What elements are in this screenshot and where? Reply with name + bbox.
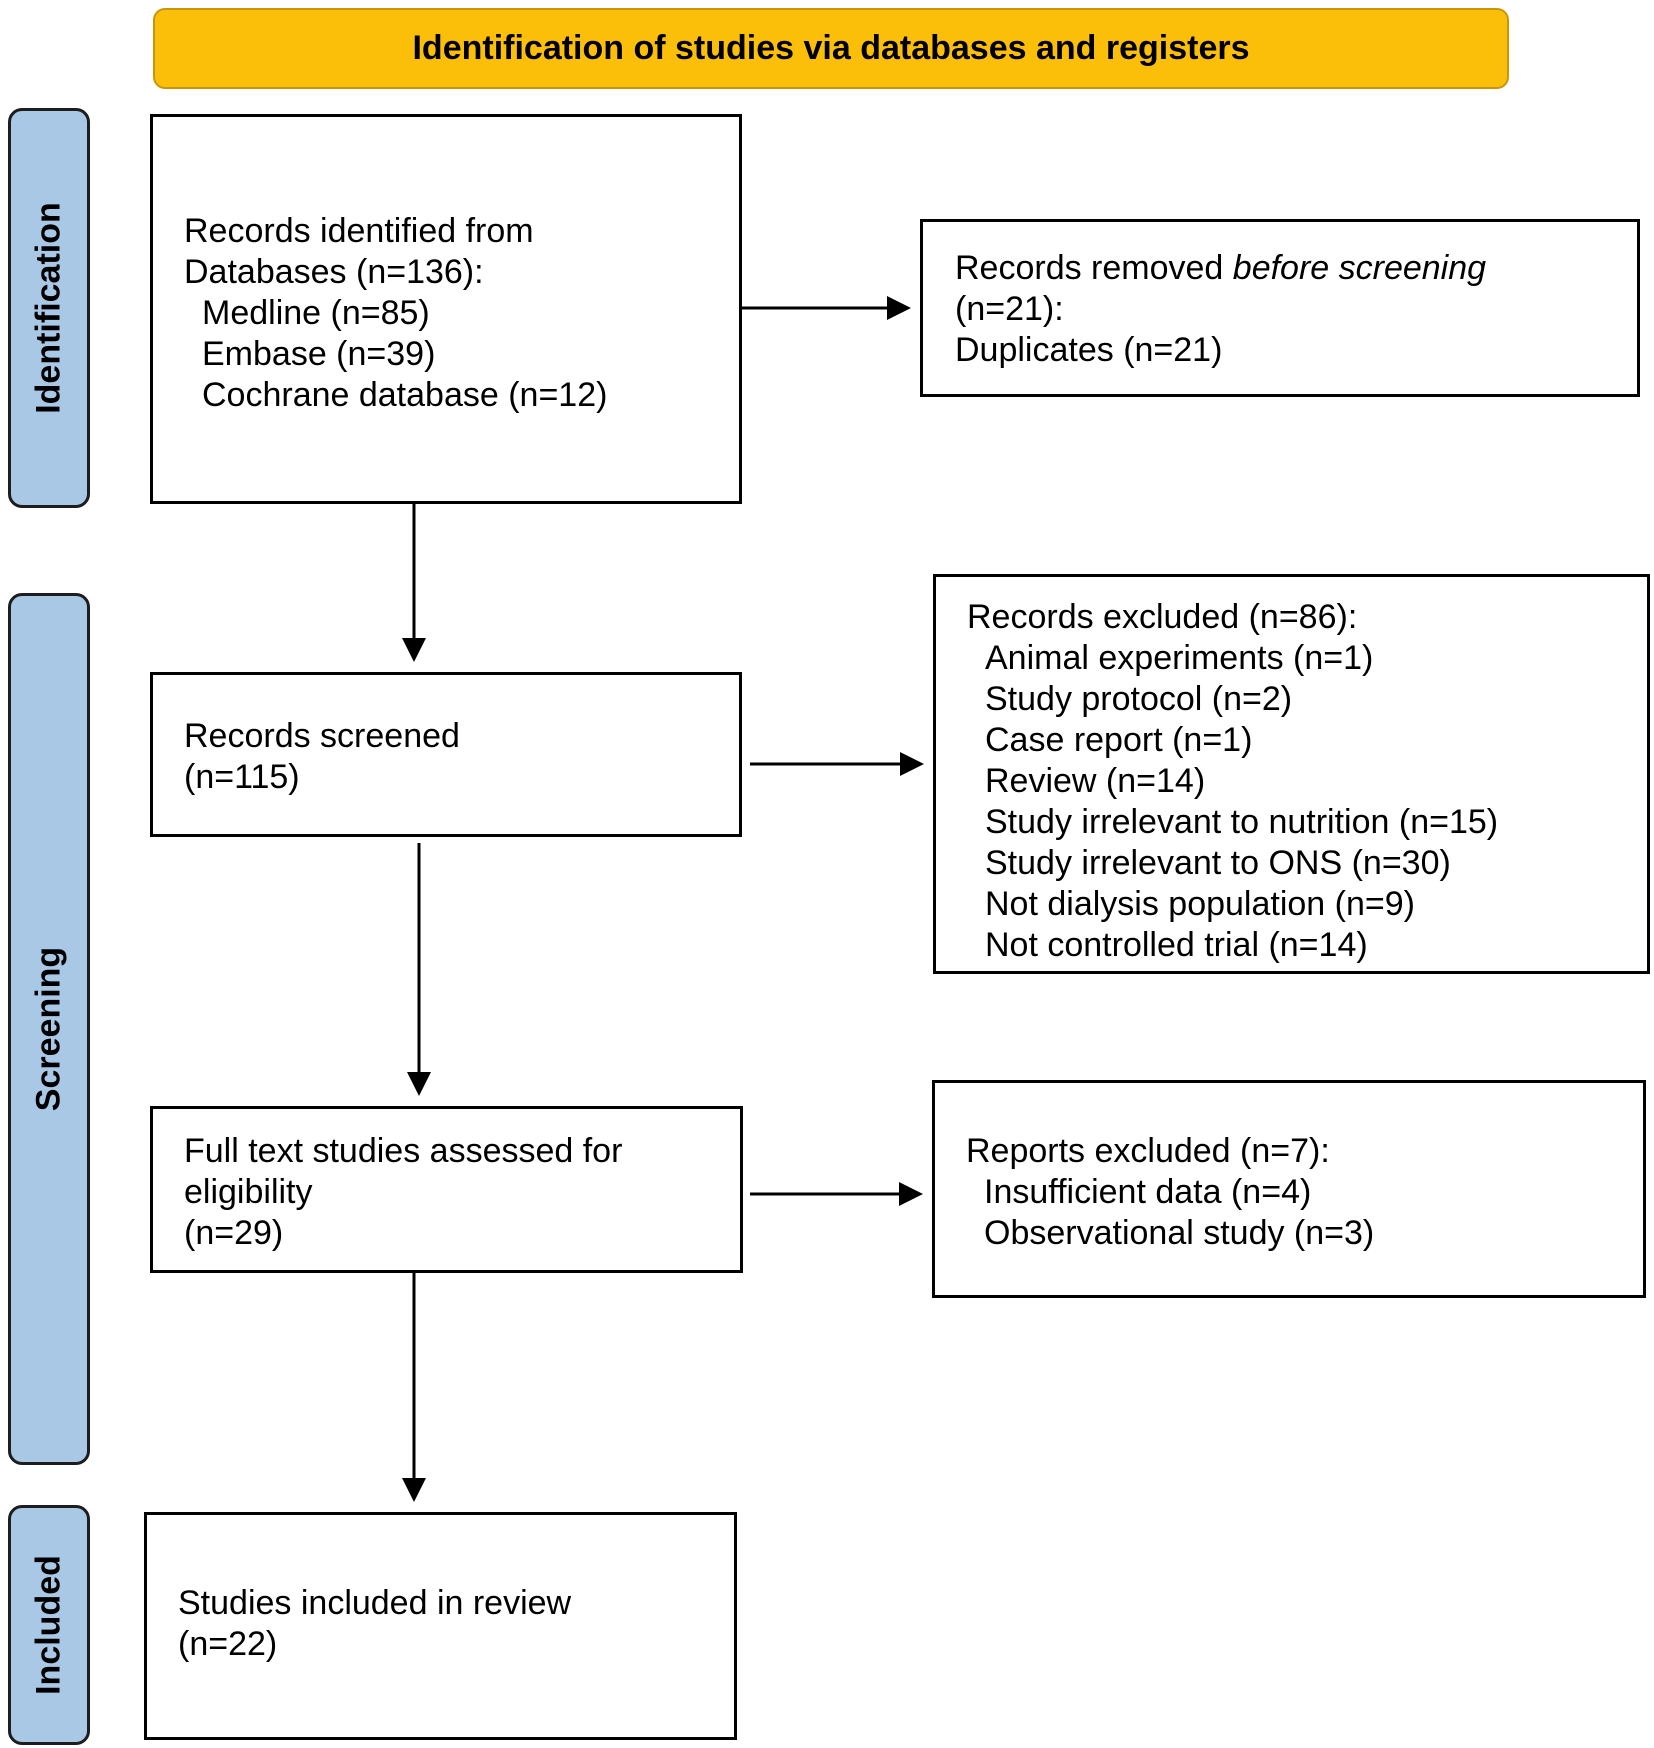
excluded-reason: Review (n=14) [985,762,1206,800]
full-text-assessed-box: Full text studies assessed for eligibili… [150,1106,743,1273]
phase-screening-label: Screening [29,946,68,1112]
screened-line2: (n=115) [184,758,300,796]
removed-line1-emphasis: before screening [1232,249,1487,287]
removed-line2: (n=21): [955,290,1064,328]
removed-line1-prefix: Records removed [955,249,1233,287]
phase-identification: Identification [8,108,90,508]
fulltext-line2: eligibility [184,1173,313,1211]
identified-source-cochrane: Cochrane database (n=12) [202,376,608,414]
studies-included-box: Studies included in review (n=22) [144,1512,737,1740]
reports-excluded-reason: Insufficient data (n=4) [984,1173,1312,1211]
identified-source-medline: Medline (n=85) [202,294,430,332]
excluded-records-title: Records excluded (n=86): [967,598,1358,636]
removed-line1: Records removed before screening [955,248,1637,289]
reports-excluded-title: Reports excluded (n=7): [966,1132,1330,1170]
identified-line1: Records identified from [184,212,534,250]
screened-line1: Records screened [184,717,460,755]
header-banner: Identification of studies via databases … [153,8,1509,89]
fulltext-line1: Full text studies assessed for [184,1132,623,1170]
excluded-reason: Study irrelevant to nutrition (n=15) [985,803,1499,841]
phase-included: Included [8,1505,90,1745]
records-screened-box: Records screened (n=115) [150,672,742,837]
included-line1: Studies included in review [178,1584,572,1622]
phase-screening: Screening [8,593,90,1465]
phase-identification-label: Identification [29,202,68,414]
included-line2: (n=22) [178,1625,278,1663]
identified-line2: Databases (n=136): [184,253,484,291]
records-removed-box: Records removed before screening (n=21):… [920,219,1640,397]
removed-line3: Duplicates (n=21) [955,331,1223,369]
excluded-reason: Not controlled trial (n=14) [985,926,1368,964]
excluded-reason: Not dialysis population (n=9) [985,885,1415,923]
excluded-reason: Animal experiments (n=1) [985,639,1374,677]
header-title: Identification of studies via databases … [412,29,1250,67]
excluded-reason: Study irrelevant to ONS (n=30) [985,844,1451,882]
excluded-reason: Study protocol (n=2) [985,680,1293,718]
reports-excluded-reason: Observational study (n=3) [984,1214,1375,1252]
excluded-reason: Case report (n=1) [985,721,1253,759]
identified-source-embase: Embase (n=39) [202,335,436,373]
records-identified-box: Records identified from Databases (n=136… [150,114,742,504]
fulltext-line3: (n=29) [184,1214,284,1252]
reports-excluded-box: Reports excluded (n=7): Insufficient dat… [932,1080,1646,1298]
records-excluded-box: Records excluded (n=86): Animal experime… [933,574,1650,974]
phase-included-label: Included [29,1555,68,1695]
